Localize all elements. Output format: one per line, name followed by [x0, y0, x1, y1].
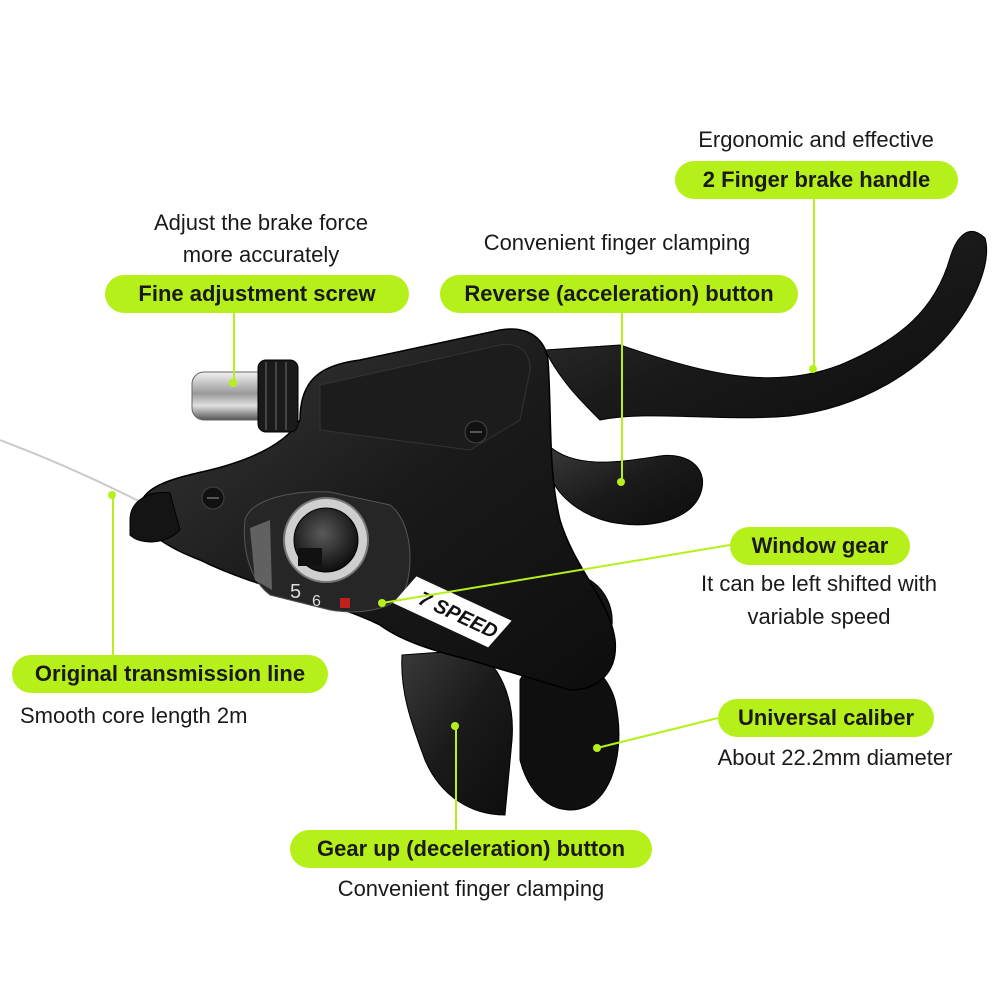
adjust-screw-description-line1: Adjust the brake force: [153, 210, 368, 235]
window-gear-description-line2: variable speed: [747, 604, 891, 629]
adjust-screw-description-line2: more accurately: [182, 242, 340, 267]
window-gear-description-line1: It can be left shifted with: [700, 571, 938, 596]
leader-adjust-screw: [233, 311, 235, 385]
gear-up-button-description: Convenient finger clamping: [337, 876, 605, 901]
reverse-trigger: [547, 443, 704, 526]
universal-caliber-label: Universal caliber: [718, 699, 934, 737]
leader-gear-up-button: [455, 727, 457, 831]
brake-handle-description: Ergonomic and effective: [698, 127, 934, 152]
transmission-line-description: Smooth core length 2m: [20, 703, 248, 728]
leader-dot-window-gear: [378, 599, 386, 607]
leader-dot-universal-caliber: [593, 744, 601, 752]
leader-reverse-button: [621, 311, 623, 483]
leader-dot-reverse-button: [617, 478, 625, 486]
gear-number-6: 6: [312, 593, 321, 610]
leader-dot-adjust-screw: [229, 379, 237, 387]
brake-handle-label: 2 Finger brake handle: [675, 161, 958, 199]
leader-transmission-line: [112, 496, 114, 656]
window-gear-label: Window gear: [730, 527, 910, 565]
adjust-screw-label: Fine adjustment screw: [105, 275, 409, 313]
gear-up-paddle: [401, 649, 513, 816]
leader-brake-handle: [813, 196, 815, 370]
brake-lever: [544, 231, 987, 421]
leader-dot-transmission-line: [108, 491, 116, 499]
leader-window-gear: [381, 544, 731, 604]
gear-number-5: 5: [290, 581, 301, 603]
leader-universal-caliber: [596, 717, 719, 749]
reverse-button-description: Convenient finger clamping: [483, 230, 751, 255]
universal-caliber-description: About 22.2mm diameter: [717, 745, 953, 770]
transmission-line-label: Original transmission line: [12, 655, 328, 693]
leader-dot-gear-up-button: [451, 722, 459, 730]
leader-dot-brake-handle: [809, 365, 817, 373]
gear-up-button-label: Gear up (deceleration) button: [290, 830, 652, 868]
reverse-button-label: Reverse (acceleration) button: [440, 275, 798, 313]
